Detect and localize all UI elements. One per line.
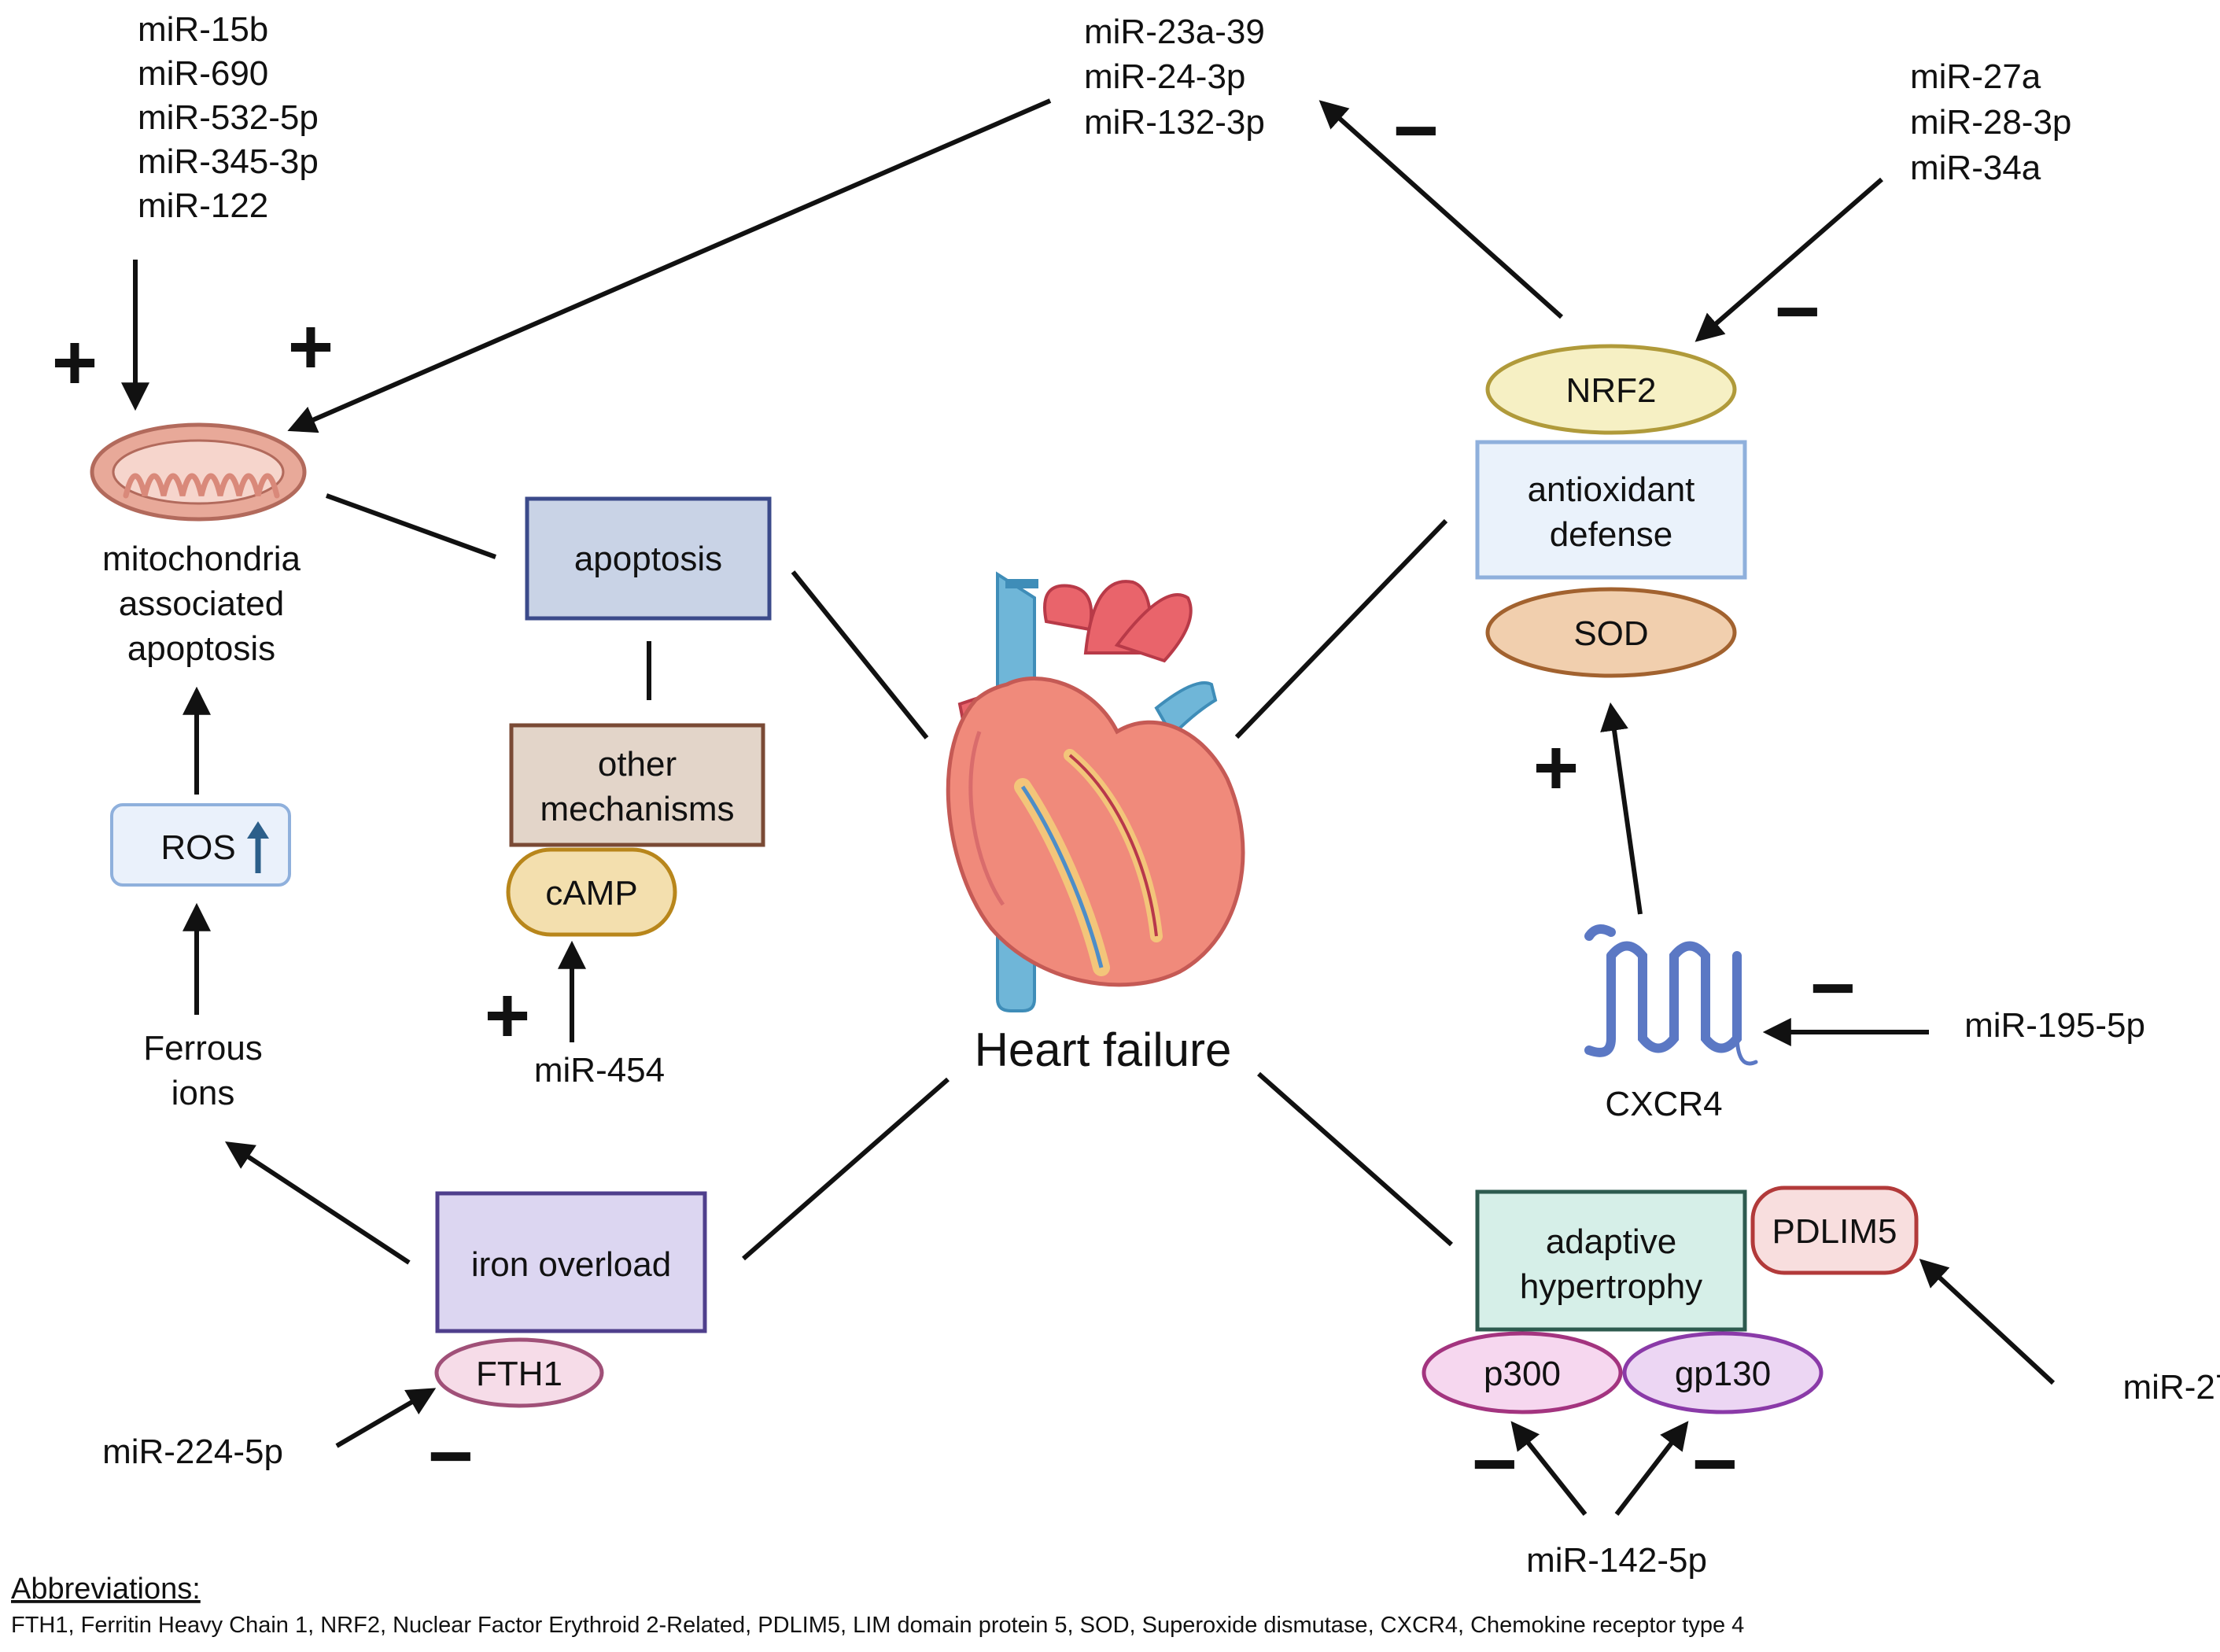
line-mito-apoptosis [325,493,497,559]
arrow-mir27a-to-nrf2 [1695,177,1883,342]
adaptive-label-1: adaptive [1546,1222,1676,1261]
mito-mir-3: miR-532-5p [138,98,319,137]
nrf2-inhibit-mir-3: miR-132-3p [1084,103,1265,142]
arrow-mir27star-to-pdlim5 [1919,1259,2056,1385]
ferrous-label-1: Ferrous [143,1029,263,1068]
other-mechanisms-box: other mechanisms [509,723,765,847]
minus-sign-mir195: − [1810,944,1856,1032]
nrf2-inhibit-mir-2: miR-24-3p [1084,57,1245,96]
other-mechanisms-label-1: other [598,745,677,784]
sod-label: SOD [1573,614,1648,653]
arrow-antiox-to-mir23 [1318,100,1563,319]
mito-label-1: mitochondria [102,540,301,578]
right-top-mirs-list: miR-27a miR-28-3p miR-34a [1910,57,2071,187]
apoptosis-box: apoptosis [525,496,772,621]
plus-sign-mito-right: + [288,303,334,391]
fth1-pill: FTH1 [434,1337,604,1408]
adaptive-hypertrophy-box: adaptive hypertrophy [1475,1189,1747,1332]
abbreviations-title: Abbreviations: [11,1573,201,1606]
line-apoptosis-heart [791,570,929,739]
minus-sign-mir224: − [428,1412,474,1500]
pdlim5-pill: PDLIM5 [1750,1186,1919,1275]
mir27star-label: miR-27* [2123,1368,2220,1407]
nrf2-inhibit-mir-1: miR-23a-39 [1084,13,1265,51]
other-mechanisms-label-2: mechanisms [540,790,735,828]
arrow-mir23-to-mito [287,98,1052,433]
pdlim5-label: PDLIM5 [1772,1212,1897,1251]
gp130-pill: gp130 [1622,1331,1824,1414]
heart-icon [946,571,1245,1012]
mitochondria-icon [90,422,307,522]
right-top-mir-2: miR-28-3p [1910,103,2071,142]
nrf2-inhibit-mirs-list: miR-23a-39 miR-24-3p miR-132-3p [1084,13,1265,142]
connectors [121,98,2056,1516]
ros-label: ROS [160,828,235,867]
mito-mir-5: miR-122 [138,186,268,225]
effect-signs: + + − − + − + − − − [52,87,1856,1508]
mir195-label: miR-195-5p [1964,1006,2145,1045]
line-heart-adaptive [1257,1071,1453,1247]
arrow-cxcr4-to-sod [1600,702,1643,915]
mir454-label: miR-454 [534,1051,665,1090]
mito-mir-4: miR-345-3p [138,142,319,181]
arrow-mir142-to-p300 [1510,1421,1588,1516]
ferrous-label-2: ions [171,1074,235,1112]
iron-overload-box: iron overload [435,1191,707,1333]
arrow-mir224-to-fth1 [335,1388,437,1448]
heart-failure-title: Heart failure [975,1023,1232,1076]
adaptive-label-2: hypertrophy [1520,1267,1702,1306]
mir224-label: miR-224-5p [102,1433,283,1471]
fth1-label: FTH1 [476,1355,562,1393]
mir142-label: miR-142-5p [1526,1541,1707,1580]
gp130-label: gp130 [1675,1355,1771,1393]
arrow-iron-to-ferrous [224,1141,411,1265]
mito-label-3: apoptosis [127,629,275,668]
plus-sign-mir454: + [485,972,530,1060]
right-top-mir-3: miR-34a [1910,149,2041,187]
antioxidant-label-2: defense [1550,515,1673,554]
ferrous-ions-label: Ferrous ions [143,1029,263,1112]
iron-overload-label: iron overload [471,1245,671,1284]
plus-sign-mito-left: + [52,319,98,407]
minus-sign-mir27a: − [1775,267,1820,356]
abbreviations-footer: Abbreviations: FTH1, Ferritin Heavy Chai… [11,1573,1744,1638]
p300-pill: p300 [1422,1331,1623,1414]
mito-mir-1: miR-15b [138,10,268,49]
sod-pill: SOD [1485,587,1737,678]
line-heart-antiox [1234,518,1448,739]
camp-label: cAMP [545,874,637,913]
minus-sign-gp130: − [1692,1420,1738,1508]
ros-box: ROS [110,803,291,887]
mito-apoptosis-label: mitochondria associated apoptosis [102,540,301,668]
arrow-mir142-to-gp130 [1614,1421,1689,1516]
line-heart-iron [742,1077,950,1261]
plus-sign-cxcr4: + [1533,724,1579,812]
antioxidant-defense-box: antioxidant defense [1475,440,1747,580]
mito-mirs-list: miR-15b miR-690 miR-532-5p miR-345-3p mi… [138,10,319,225]
minus-sign-p300: − [1472,1420,1517,1508]
antioxidant-label-1: antioxidant [1528,470,1695,509]
abbreviations-text: FTH1, Ferritin Heavy Chain 1, NRF2, Nucl… [11,1613,1744,1638]
nrf2-pill: NRF2 [1485,344,1737,435]
mito-label-2: associated [119,584,284,623]
cxcr4-receptor-icon [1584,924,1758,1066]
up-arrow-icon [247,821,269,873]
camp-pill: cAMP [506,847,677,937]
minus-sign-mir23: − [1393,87,1439,175]
mito-mir-2: miR-690 [138,54,268,93]
p300-label: p300 [1484,1355,1561,1393]
apoptosis-label: apoptosis [574,540,722,578]
right-top-mir-1: miR-27a [1910,57,2041,96]
cxcr4-label: CXCR4 [1605,1085,1722,1123]
nrf2-label: NRF2 [1566,371,1657,410]
